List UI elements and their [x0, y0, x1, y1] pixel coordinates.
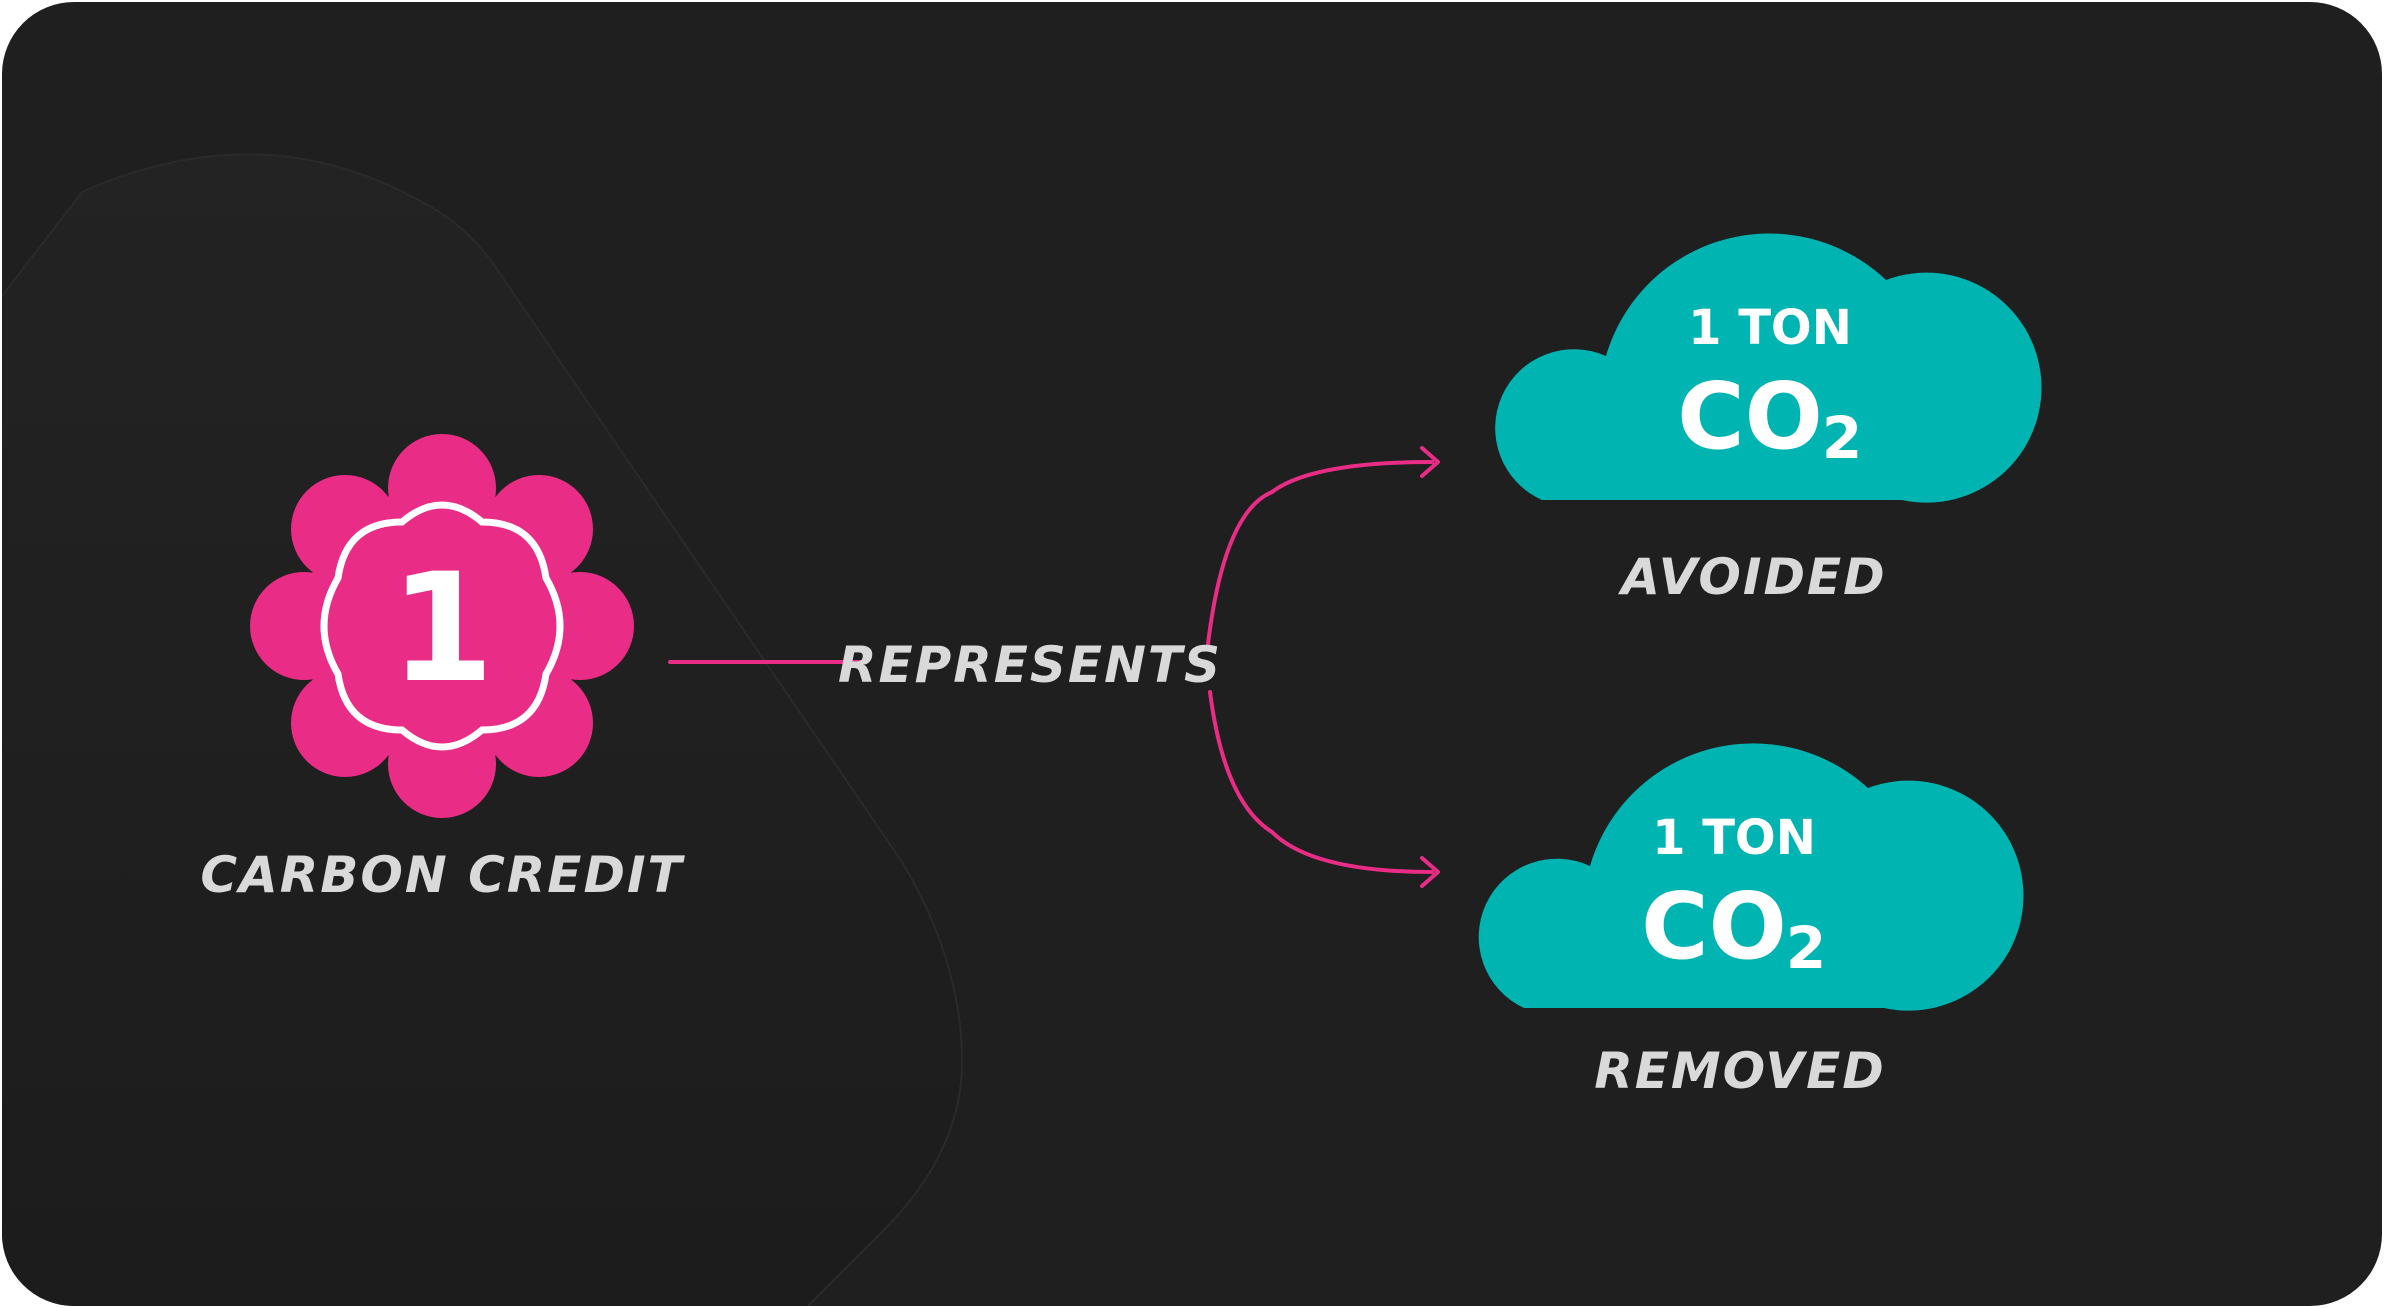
cloud-avoided-amount: 1 TON — [1688, 300, 1852, 356]
arrow-head-icon — [1420, 446, 1440, 888]
cloud-removed-amount: 1 TON — [1652, 810, 1816, 866]
cloud-avoided-text: 1 TON CO 2 — [1677, 300, 1862, 472]
avoided-label: AVOIDED — [1617, 548, 1886, 606]
carbon-credit-label: CARBON CREDIT — [200, 846, 685, 904]
cloud-avoided-subscript: 2 — [1822, 404, 1862, 472]
badge-number: 1 — [390, 542, 494, 716]
represents-label: REPRESENTS — [838, 636, 1222, 694]
cloud-avoided-gas: CO — [1677, 363, 1823, 470]
cloud-icon — [1495, 233, 2042, 503]
cloud-removed-subscript: 2 — [1786, 914, 1826, 982]
represents-connector — [668, 460, 1434, 874]
cloud-icon — [1478, 743, 2024, 1011]
cloud-removed-gas: CO — [1641, 873, 1787, 980]
removed-label: REMOVED — [1594, 1042, 1886, 1100]
cloud-removed-text: 1 TON CO 2 — [1641, 810, 1826, 982]
carbon-credit-badge-icon: 1 — [250, 434, 634, 818]
